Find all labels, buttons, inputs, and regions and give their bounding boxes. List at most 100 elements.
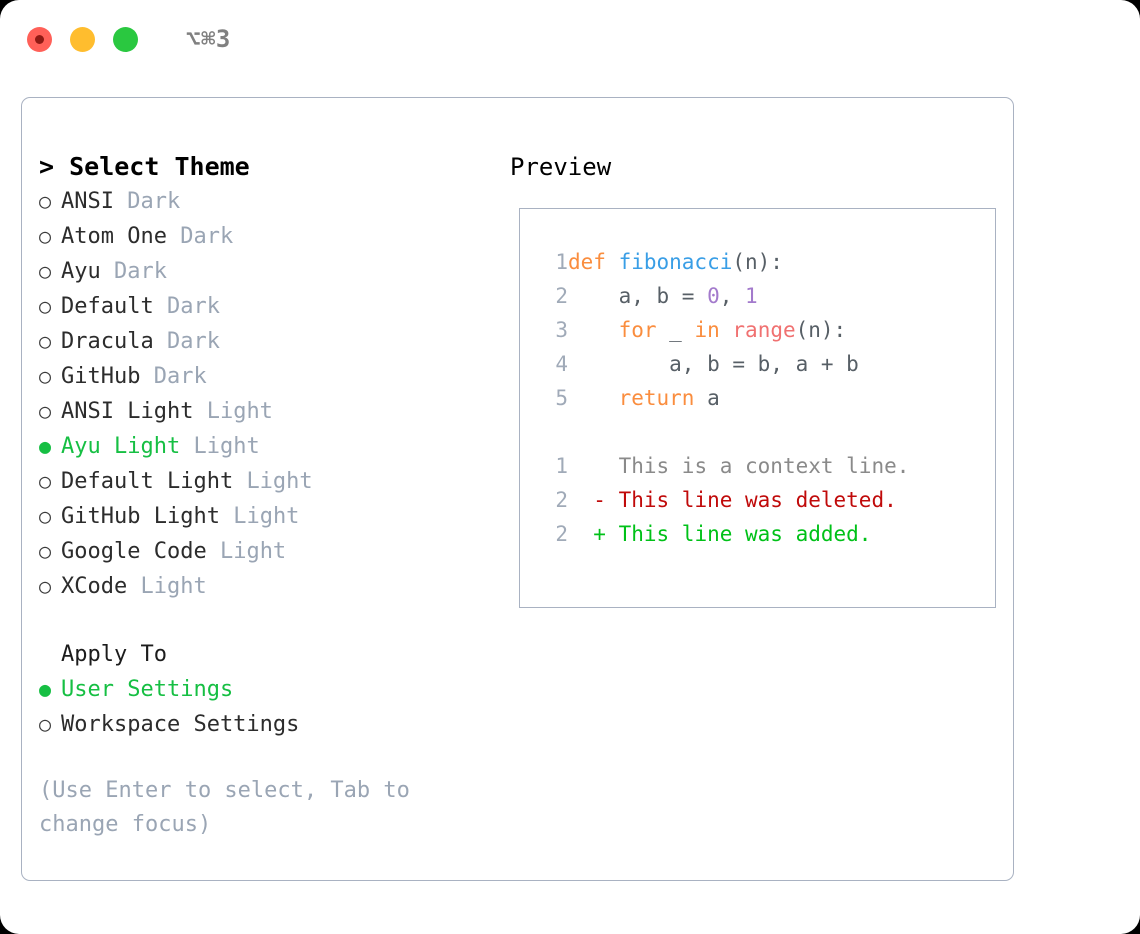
theme-option-default[interactable]: ○ Default Dark (39, 289, 492, 324)
line-number: 1 (555, 454, 568, 478)
diff-text: This line was added. (605, 522, 872, 546)
traffic-lights (27, 26, 138, 52)
theme-variant-tag: Dark (153, 364, 207, 389)
code-line: 2 a, b = 0, 1 (538, 279, 995, 313)
theme-variant-tag: Dark (180, 224, 234, 249)
code-token-fn: fibonacci (618, 250, 733, 274)
theme-option-label: Ayu (61, 259, 101, 284)
theme-option-google-code[interactable]: ○Google Code Light (39, 534, 492, 569)
line-number: 2 (555, 488, 568, 512)
theme-variant-tag: Light (219, 539, 287, 564)
theme-option-list[interactable]: ○ANSI Dark○Atom One Dark○Ayu Dark○Defaul… (39, 184, 492, 604)
theme-selection-column: > Select Theme ○ANSI Dark○Atom One Dark○… (22, 98, 492, 880)
radio-unselected-icon: ○ (39, 189, 52, 213)
apply-to-option-label: Workspace Settings (61, 712, 300, 737)
label-spacer (193, 395, 206, 429)
radio-unselected-icon: ○ (39, 294, 52, 318)
keyboard-shortcut-label: ⌥⌘3 (186, 25, 231, 53)
theme-option-github[interactable]: ○GitHub Dark (39, 359, 492, 394)
close-button[interactable] (27, 26, 52, 52)
label-spacer (233, 465, 246, 499)
theme-option-dracula[interactable]: ○ Dracula Dark (39, 324, 492, 359)
apply-to-option-workspace-settings[interactable]: ○ Workspace Settings (39, 707, 492, 742)
diff-marker: - (568, 488, 606, 512)
label-spacer (140, 360, 153, 394)
radio-unselected-icon: ○ (39, 469, 52, 493)
radio-unselected-icon: ○ (39, 504, 52, 528)
theme-option-label: XCode (61, 574, 128, 599)
theme-option-label: ANSI (61, 189, 114, 214)
theme-option-label: Dracula (61, 329, 154, 354)
label-spacer (167, 220, 180, 254)
maximize-button[interactable] (113, 26, 138, 52)
radio-unselected-icon: ○ (39, 399, 52, 423)
theme-option-atom-one[interactable]: ○Atom One Dark (39, 219, 492, 254)
code-token-plain (568, 386, 619, 410)
theme-variant-tag: Light (193, 434, 260, 459)
code-token-plain: _ (656, 318, 695, 342)
code-line: 4 a, b = b, a + b (538, 347, 995, 381)
code-token-plain: a (694, 386, 720, 410)
apply-to-option-label: User Settings (61, 677, 234, 702)
diff-line: 1 This is a context line. (538, 449, 995, 483)
line-number: 4 (555, 352, 568, 376)
diff-line: 2 - This line was deleted. (538, 483, 995, 517)
theme-option-label: Atom One (61, 224, 167, 249)
theme-option-label: Default Light (61, 469, 234, 494)
label-spacer (154, 325, 167, 359)
theme-option-xcode[interactable]: ○XCode Light (39, 569, 492, 604)
label-spacer (180, 430, 193, 464)
label-spacer (154, 290, 167, 324)
code-token-plain (568, 318, 619, 342)
diff-text: This line was deleted. (605, 488, 897, 512)
theme-option-default-light[interactable]: ○Default Light Light (39, 464, 492, 499)
keyboard-hint-text: (Use Enter to select, Tab to change focu… (39, 778, 424, 837)
diff-sample: 1 This is a context line.2 - This line w… (538, 449, 995, 551)
preview-heading: Preview (510, 153, 612, 181)
apply-to-option-list[interactable]: ●User Settings ○ Workspace Settings (39, 672, 492, 742)
diff-text: This is a context line. (605, 454, 910, 478)
theme-option-label: GitHub (61, 364, 141, 389)
theme-option-ansi[interactable]: ○ ANSI Dark (39, 184, 492, 219)
theme-option-label: Default (61, 294, 154, 319)
code-token-num: 0 (707, 284, 720, 308)
theme-option-label: Google Code (61, 539, 207, 564)
theme-option-ayu[interactable]: ○Ayu Dark (39, 254, 492, 289)
line-number: 2 (555, 522, 568, 546)
theme-option-ansi-light[interactable]: ○ ANSI Light Light (39, 394, 492, 429)
code-token-plain: a, b = b, a + b (568, 352, 859, 376)
radio-unselected-icon: ○ (39, 329, 52, 353)
theme-option-label: GitHub Light (61, 504, 220, 529)
theme-variant-tag: Dark (114, 259, 167, 284)
title-bar: ⌥⌘3 (0, 0, 1140, 78)
minimize-button[interactable] (70, 26, 95, 52)
theme-variant-tag: Light (206, 399, 273, 424)
code-token-kw: for (618, 318, 657, 342)
theme-option-github-light[interactable]: ○GitHub Light Light (39, 499, 492, 534)
code-token-plain (720, 318, 733, 342)
theme-variant-tag: Dark (127, 189, 181, 214)
code-token-plain: (n): (732, 250, 783, 274)
code-token-kw: in (694, 318, 720, 342)
theme-option-label: ANSI Light (61, 399, 194, 424)
code-line: 5 return a (538, 381, 995, 415)
line-number: 2 (555, 284, 568, 308)
label-spacer (114, 185, 127, 219)
radio-unselected-icon: ○ (39, 712, 52, 736)
theme-variant-tag: Dark (166, 329, 220, 354)
apply-to-option-user-settings[interactable]: ●User Settings (39, 672, 492, 707)
theme-option-ayu-light[interactable]: ●Ayu Light Light (39, 429, 492, 464)
code-token-call: range (732, 318, 796, 342)
line-number: 1 (555, 250, 568, 274)
radio-selected-icon: ● (39, 434, 52, 458)
code-token-kw: return (618, 386, 695, 410)
diff-marker (568, 454, 606, 478)
label-spacer (127, 570, 140, 604)
code-token-plain: (n): (795, 318, 847, 342)
theme-variant-tag: Dark (166, 294, 220, 319)
code-token-plain: , (719, 284, 746, 308)
